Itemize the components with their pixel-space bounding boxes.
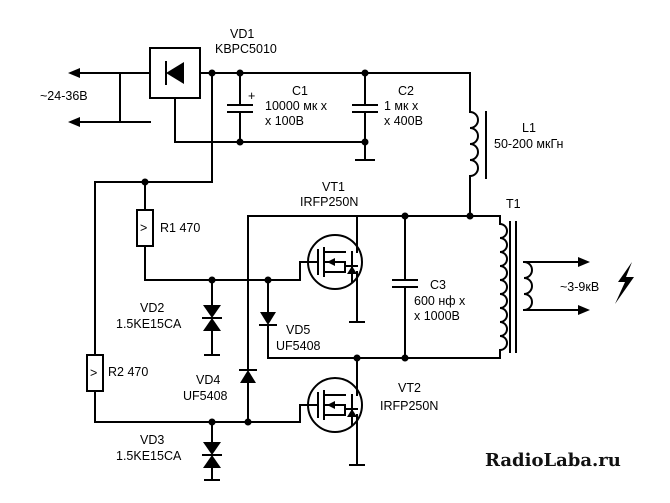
diode-vd5: [259, 279, 277, 359]
tvs-diode-vd3: [202, 421, 222, 481]
transformer-t1: [498, 215, 590, 359]
c3-value-line1: 600 нф х: [414, 294, 466, 308]
l1-value: 50-200 мкГн: [494, 137, 564, 151]
vd3-value: 1.5KE15CA: [116, 449, 182, 463]
vt2-value: IRFP250N: [380, 399, 438, 413]
capacitor-c1: +: [227, 72, 255, 143]
tvs-diode-vd2: [202, 279, 222, 356]
vd5-value: UF5408: [276, 339, 321, 353]
vd5-ref: VD5: [286, 323, 310, 337]
vd4-ref: VD4: [196, 373, 220, 387]
inductor-l1: [468, 72, 487, 217]
c1-value-line1: 10000 мк х: [265, 99, 328, 113]
c3-ref: C3: [430, 278, 446, 292]
vd1-ref: VD1: [230, 27, 254, 41]
vd2-value: 1.5KE15CA: [116, 317, 182, 331]
diode-vd4: [239, 215, 257, 423]
c1-value-line2: х 100В: [265, 114, 304, 128]
vd1-value: KBPC5010: [215, 42, 277, 56]
vt1-value: IRFP250N: [300, 195, 358, 209]
input-voltage-label: ~24-36B: [40, 89, 88, 103]
vt2-ref: VT2: [398, 381, 421, 395]
c2-value-line1: 1 мк х: [384, 99, 419, 113]
r1-label: R1 470: [160, 221, 200, 235]
l1-ref: L1: [522, 121, 536, 135]
vd4-value: UF5408: [183, 389, 228, 403]
output-voltage-label: ~3-9кВ: [560, 280, 599, 294]
svg-text:>: >: [140, 221, 147, 235]
capacitor-c3: [392, 215, 418, 359]
vd3-ref: VD3: [140, 433, 164, 447]
capacitor-c2: [352, 72, 378, 161]
c3-value-line2: х 1000В: [414, 309, 460, 323]
c1-ref: C1: [292, 84, 308, 98]
svg-text:+: +: [248, 89, 255, 103]
vt1-ref: VT1: [322, 180, 345, 194]
watermark: RadioLaba.ru: [485, 450, 621, 471]
c2-ref: C2: [398, 84, 414, 98]
r2-label: R2 470: [108, 365, 148, 379]
resistor-r1: >: [136, 181, 154, 281]
high-voltage-lightning-icon: [615, 262, 634, 304]
t1-ref: T1: [506, 197, 521, 211]
vd2-ref: VD2: [140, 301, 164, 315]
bridge-rectifier-vd1: [149, 47, 201, 99]
resistor-r2: >: [86, 354, 104, 423]
svg-text:>: >: [90, 366, 97, 380]
c2-value-line2: х 400В: [384, 114, 423, 128]
